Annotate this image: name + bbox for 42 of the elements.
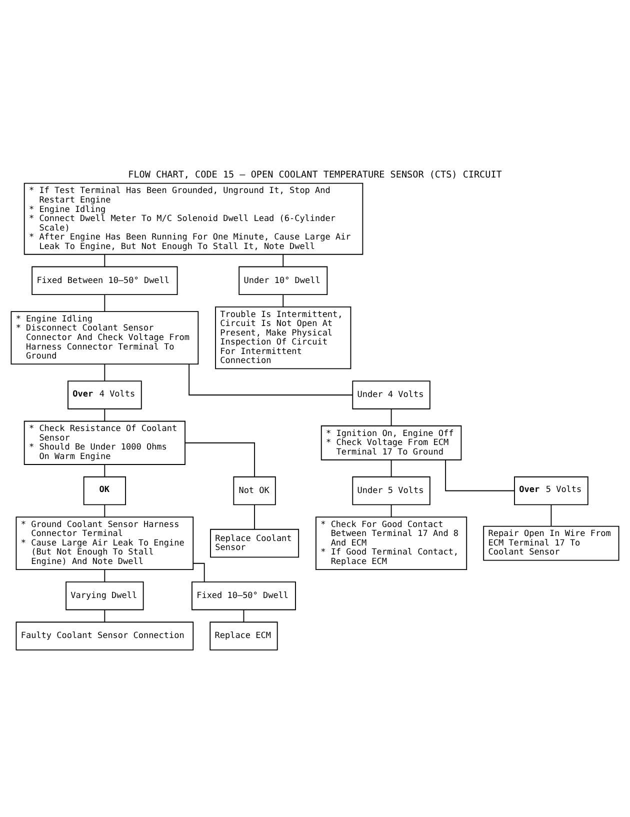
node-box: Over 4 Volts xyxy=(68,380,142,410)
node-box: * Check For Good Contact Between Terminal 17 And 8 And ECM * If Good Terminal Contact, Replace ECM xyxy=(316,516,468,570)
connector xyxy=(104,569,106,582)
connector xyxy=(445,459,515,492)
connector xyxy=(104,254,106,268)
connector xyxy=(188,364,353,396)
node-box: * Engine Idling * Disconnect Coolant Sensor Connector And Check Voltage From Harness Connector Terminal To Ground xyxy=(10,311,199,365)
connector xyxy=(192,562,205,582)
node-box: Replace ECM xyxy=(210,622,278,650)
node-box: Fixed 10–50° Dwell xyxy=(192,581,296,610)
node-box: Trouble Is Intermittent, Circuit Is Not Open At Present, Make Physical Inspection Of Circuit For Intermittent Connection xyxy=(215,306,352,370)
node-box: * Ground Coolant Sensor Harness Connector Terminal * Cause Large Air Leak To Engine (But Not Enough To Stall Engine) And Note Dwell xyxy=(16,516,194,570)
connector xyxy=(390,408,392,426)
node-box: Repair Open In Wire From ECM Terminal 17 To Coolant Sensor xyxy=(483,526,620,561)
connector xyxy=(282,254,284,268)
connector xyxy=(104,294,106,312)
node-box: Under 4 Volts xyxy=(352,380,430,410)
node-box: Varying Dwell xyxy=(66,581,144,610)
node-box: Faulty Coolant Sensor Connection xyxy=(16,622,194,650)
node-box: * Ignition On, Engine Off * Check Voltage From ECM Terminal 17 To Ground xyxy=(320,425,462,460)
connector xyxy=(104,364,106,382)
connector xyxy=(104,464,106,478)
connector xyxy=(390,504,392,518)
connector xyxy=(390,459,392,478)
diagram-title: FLOW CHART, CODE 15 – OPEN COOLANT TEMPERATURE SENSOR (CTS) CIRCUIT xyxy=(128,170,502,181)
node-box: * Check Resistance Of Coolant Sensor * Should Be Under 1000 Ohms On Warm Engine xyxy=(24,420,186,465)
node-box: Replace Coolant Sensor xyxy=(210,528,300,558)
node-box: OK xyxy=(83,476,126,506)
node-box: Over 5 Volts xyxy=(514,476,588,506)
connector xyxy=(282,294,284,308)
node-box: Not OK xyxy=(233,476,276,506)
connector xyxy=(104,504,106,518)
node-box: Fixed Between 10–50° Dwell xyxy=(32,266,178,296)
node-box: * If Test Terminal Has Been Grounded, Unground It, Stop And Restart Engine * Engine Idling * Connect Dwell Meter To M/C Solenoid Dwell Lead (6-Cylinder Scale) * After Engine Has Been Running For One Minute, Cause Large Air Leak To Engine, But Not Enough To Stall It, Note Dwell xyxy=(24,182,364,255)
connector xyxy=(254,504,256,530)
connector xyxy=(184,442,256,478)
connector xyxy=(104,609,106,622)
connector xyxy=(104,408,106,422)
connector xyxy=(243,609,244,622)
node-box: Under 5 Volts xyxy=(352,476,430,506)
node-box: Under 10° Dwell xyxy=(238,266,328,296)
connector xyxy=(550,504,552,527)
